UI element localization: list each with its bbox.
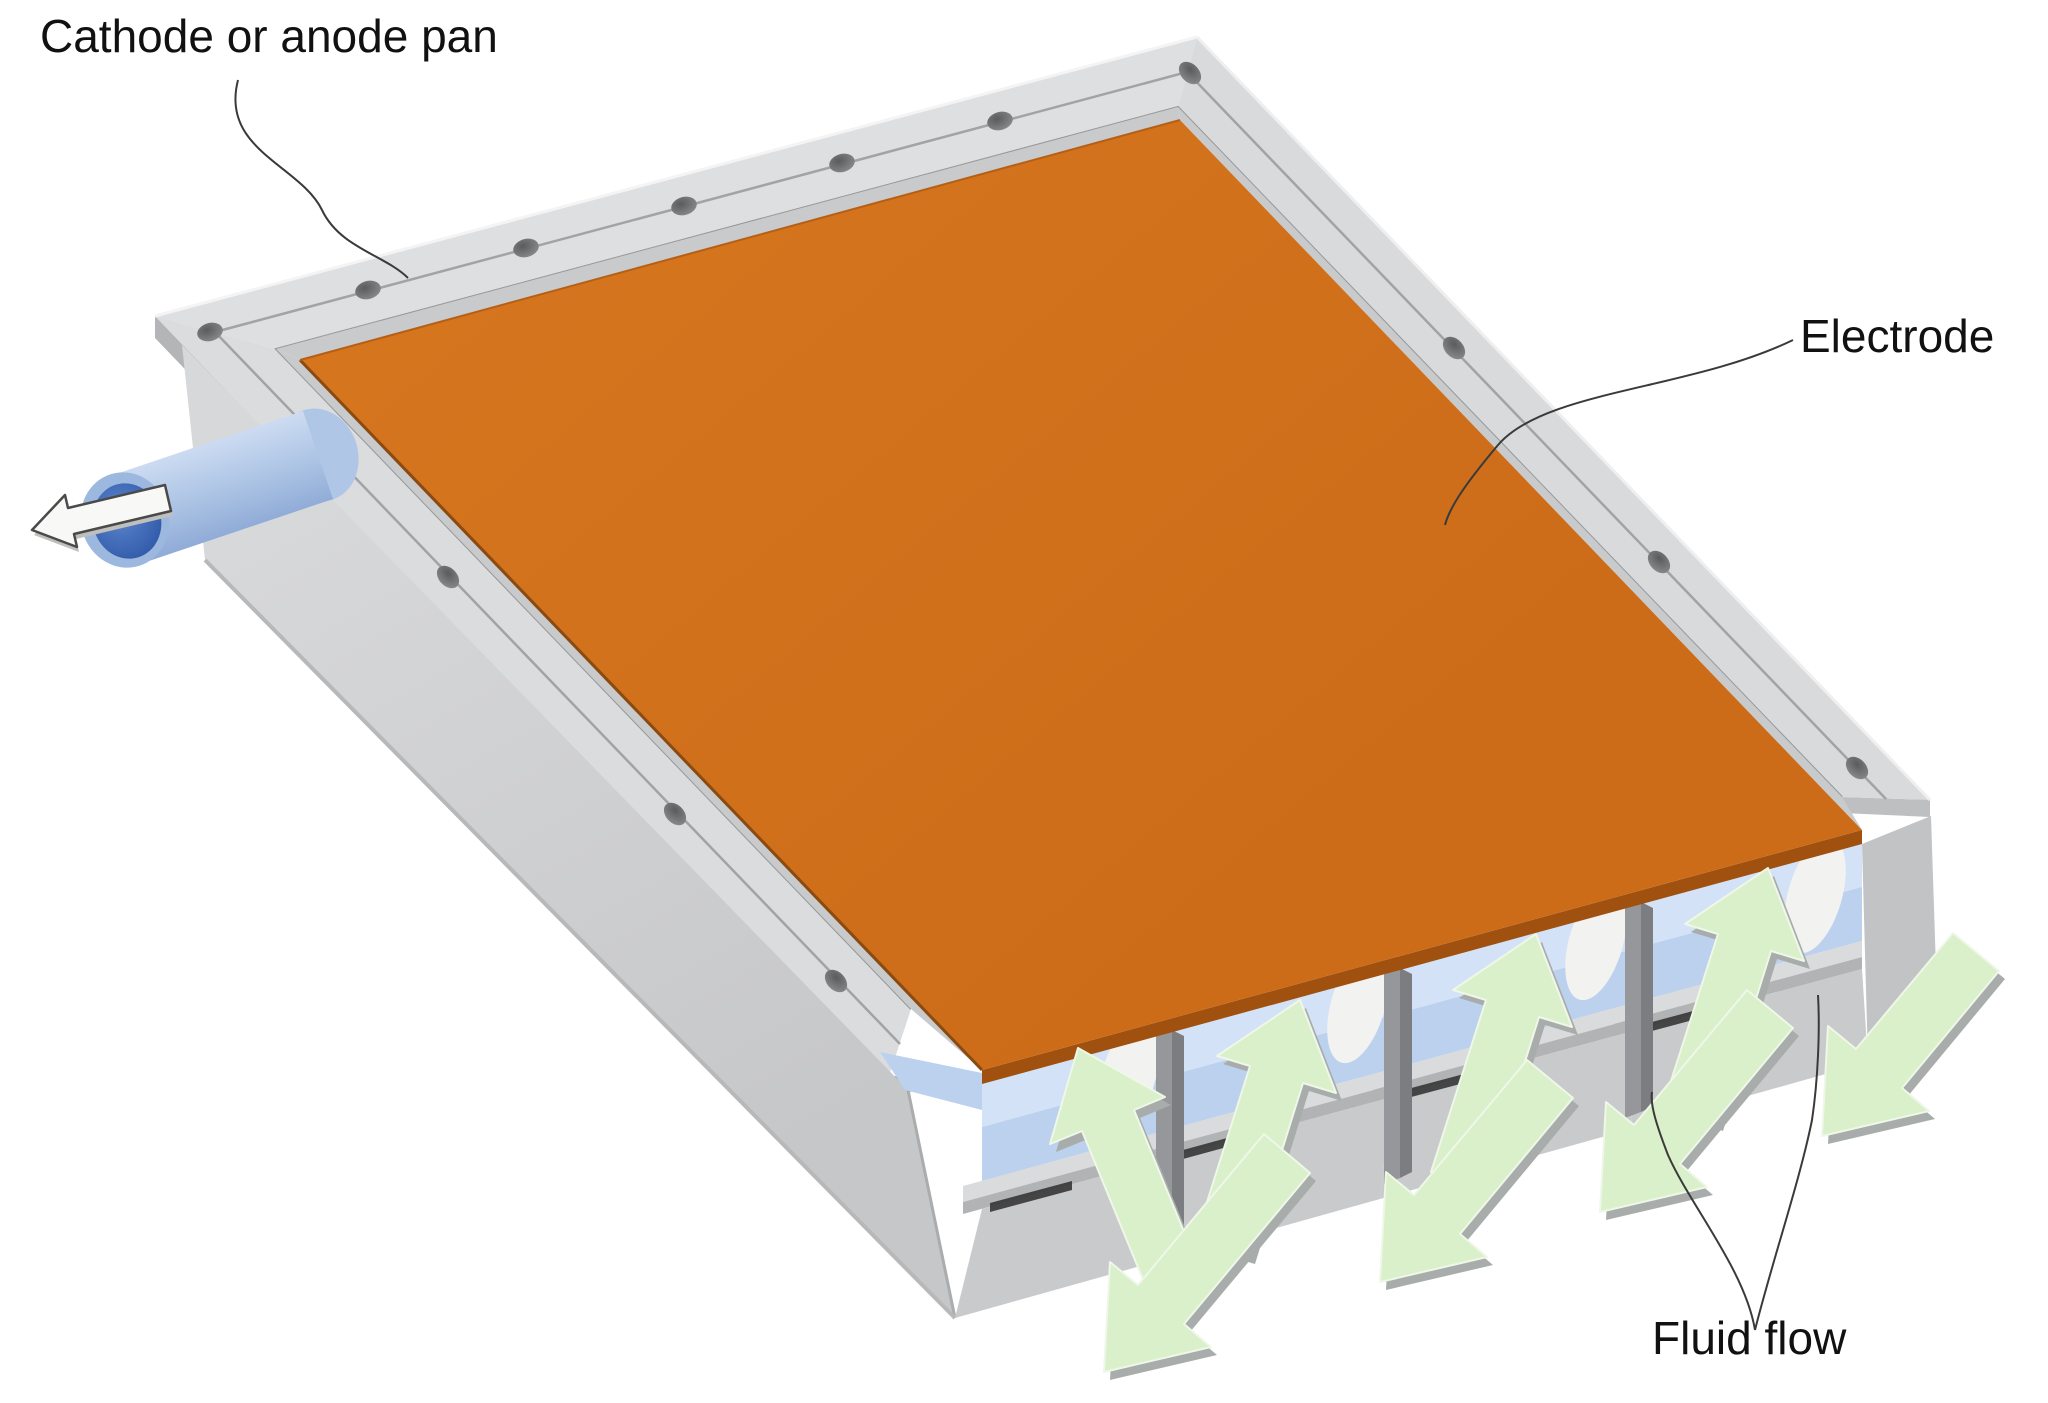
pan-label: Cathode or anode pan bbox=[40, 10, 498, 62]
flange-top-left-strip bbox=[155, 37, 1197, 349]
flange-top-right-strip bbox=[1178, 37, 1930, 800]
fluid-out-arrow bbox=[1821, 932, 2005, 1144]
electrode-top-surface bbox=[300, 120, 1862, 1070]
bolt-hole bbox=[1442, 336, 1466, 360]
fluid-out-arrow bbox=[1379, 1059, 1579, 1290]
electrode-thickness-edge bbox=[982, 830, 1862, 1084]
ledge-bottom-left bbox=[276, 349, 982, 1070]
flange-bottom-left-strip bbox=[155, 316, 911, 1079]
fluid-out-arrow bbox=[1103, 1133, 1316, 1380]
bolt-hole bbox=[829, 153, 855, 173]
manifold-hole bbox=[1784, 836, 1846, 954]
flange-edge-highlight bbox=[1195, 35, 1932, 802]
outlet-pipe bbox=[30, 408, 359, 568]
bolt-hole bbox=[1647, 550, 1671, 574]
fluid-flow-label: Fluid flow bbox=[1652, 1312, 1847, 1364]
pan-side-wall bbox=[182, 345, 955, 1318]
fluid-flow-leader-right bbox=[1754, 994, 1820, 1331]
electrode-plate bbox=[298, 119, 1862, 1084]
flange-edge-highlight bbox=[154, 35, 1198, 318]
electrode-leader-line bbox=[1444, 339, 1794, 526]
fluid-wedge bbox=[880, 1052, 982, 1110]
channel-partitions bbox=[1156, 902, 1653, 1246]
electrode-seam bbox=[298, 358, 984, 1072]
bolt-hole bbox=[987, 111, 1013, 131]
fluid-flow-leader-left bbox=[1650, 1091, 1756, 1331]
under-shelf-slot bbox=[990, 1181, 1072, 1212]
bolt-hole bbox=[513, 238, 539, 258]
ledge-top-right bbox=[1178, 107, 1862, 830]
fluid-flow-arrows bbox=[1049, 867, 2005, 1380]
electrode-seam bbox=[299, 119, 1181, 361]
outlet-flow-arrow bbox=[30, 483, 173, 552]
bolt-hole bbox=[663, 802, 687, 826]
ledge-top-left bbox=[276, 107, 1180, 360]
bolt-hole bbox=[1178, 61, 1202, 85]
flange-east-corner-cap bbox=[1842, 797, 1930, 817]
flange-seam bbox=[1186, 71, 1887, 800]
bolt-hole bbox=[355, 280, 381, 300]
bolt-hole bbox=[436, 565, 460, 589]
electrode-label: Electrode bbox=[1800, 310, 1994, 362]
pan-leader-line bbox=[234, 79, 409, 279]
fluid-out-arrow bbox=[1599, 989, 1799, 1220]
bolt-hole bbox=[1845, 756, 1869, 780]
bolt-hole bbox=[671, 196, 697, 216]
pan-interior-ledge bbox=[276, 107, 1862, 1070]
bolt-hole bbox=[197, 322, 223, 342]
wall-corner-edge bbox=[906, 1089, 957, 1319]
bolt-hole bbox=[824, 969, 848, 993]
wall-bottom-edge bbox=[203, 558, 957, 1320]
